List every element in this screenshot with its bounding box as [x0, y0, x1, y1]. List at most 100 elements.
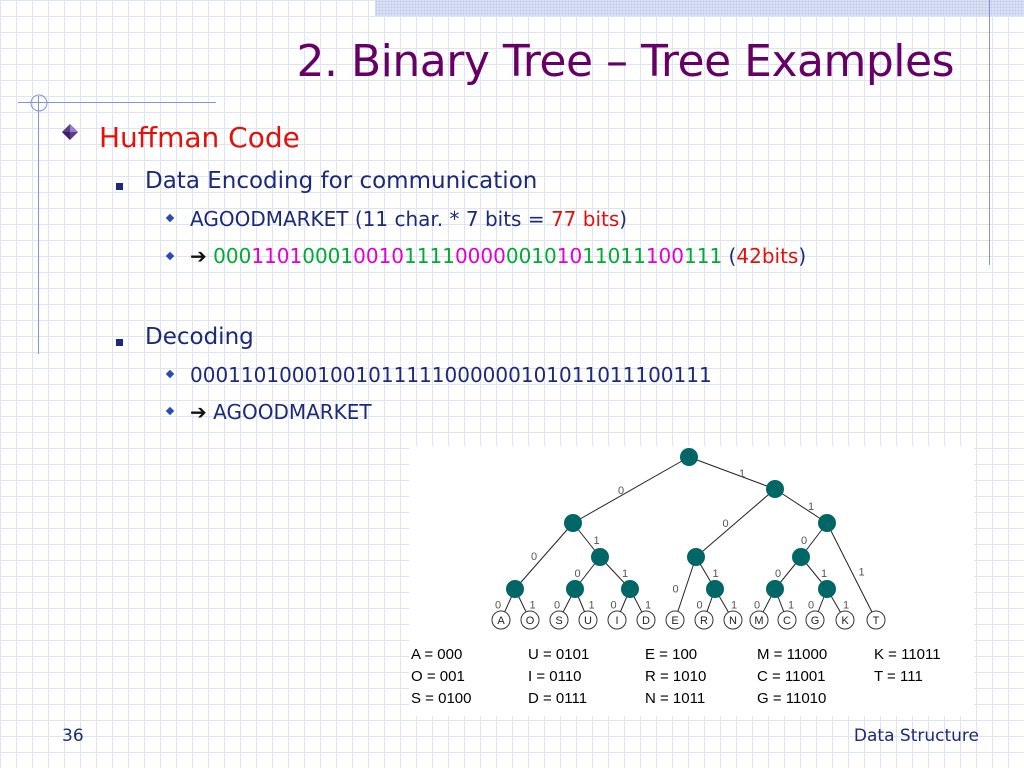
- leaf-node: [607, 610, 627, 630]
- tree-node: [706, 580, 724, 598]
- right-arrow-icon: ➔: [190, 244, 207, 268]
- decoded-text: AGOODMARKET: [213, 400, 372, 424]
- edge-label: 0: [801, 535, 807, 547]
- edge-label: 1: [622, 568, 628, 580]
- code-entry: D = 0111: [528, 690, 588, 707]
- leaf-node: [636, 610, 656, 630]
- left-rule: [38, 96, 39, 354]
- leaf-node: [777, 610, 797, 630]
- code-entry: O = 001: [411, 668, 465, 685]
- edge-label: 1: [588, 600, 594, 612]
- tree-edge: [688, 456, 776, 490]
- encoding-suffix: ): [619, 207, 628, 231]
- leaf-label: D: [642, 615, 650, 627]
- leaf-node: [723, 610, 743, 630]
- title-underline: [18, 102, 216, 103]
- square-bullet-icon: [116, 339, 123, 346]
- tree-node: [818, 580, 836, 598]
- code-entry: M = 11000: [757, 646, 828, 663]
- right-arrow-icon: ➔: [190, 400, 207, 424]
- edge-label: 1: [731, 600, 737, 612]
- encoding-prefix: AGOODMARKET (11 char. * 7 bits =: [190, 207, 551, 231]
- code-entry: G = 11010: [757, 690, 827, 707]
- paren-open: (: [722, 244, 737, 268]
- edge-label: 1: [821, 568, 827, 580]
- edge-label: 1: [808, 501, 814, 513]
- diamond-small-icon: [165, 369, 175, 379]
- edge-label: 1: [843, 600, 849, 612]
- leaf-node: [549, 610, 569, 630]
- slide-title: 2. Binary Tree – Tree Examples: [296, 36, 955, 87]
- tree-edge: [695, 488, 776, 558]
- leaf-label: N: [729, 615, 737, 627]
- edge-label: 0: [618, 485, 624, 497]
- code-seg: 000: [213, 244, 252, 268]
- diamond-small-icon: [165, 251, 175, 261]
- leaf-label: S: [555, 615, 562, 627]
- code-seg: 0001: [302, 244, 354, 268]
- leaf-label: A: [497, 615, 505, 627]
- edge-label: 0: [554, 600, 560, 612]
- code-seg: 10: [556, 244, 583, 268]
- edge-label: 1: [739, 468, 745, 480]
- leaf-node: [491, 610, 511, 630]
- leaf-label: R: [700, 615, 708, 627]
- leaf-label: I: [615, 615, 618, 627]
- tree-node: [680, 448, 698, 466]
- edge-label: 0: [672, 584, 678, 596]
- heading-huffman: Huffman Code: [99, 121, 300, 154]
- tree-edge: [674, 556, 697, 621]
- code-entry: U = 0101: [528, 646, 590, 663]
- tree-edge: [774, 488, 828, 524]
- bits-77: 77 bits: [550, 207, 620, 231]
- leaf-node: [835, 610, 855, 630]
- square-bullet-icon: [116, 183, 123, 190]
- leaf-label: C: [783, 615, 791, 627]
- tree-node: [564, 514, 582, 532]
- edge-label: 1: [645, 600, 651, 612]
- code-entry: I = 0110: [528, 668, 582, 685]
- edge-label: 0: [808, 600, 814, 612]
- tree-node: [566, 580, 584, 598]
- code-entry: S = 0100: [411, 690, 472, 707]
- right-rule: [989, 0, 990, 265]
- leaf-node: [805, 610, 825, 630]
- code-seg: 1101: [251, 244, 303, 268]
- tree-node: [766, 580, 784, 598]
- edge-label: 0: [696, 600, 702, 612]
- code-entry: T = 111: [874, 668, 923, 685]
- leaf-label: U: [584, 615, 592, 627]
- code-entry: C = 11001: [757, 668, 826, 685]
- edge-label: 0: [574, 568, 580, 580]
- crosshair-icon: [30, 94, 48, 112]
- edge-label: 1: [858, 567, 864, 579]
- leaf-node: [665, 610, 685, 630]
- code-entry: K = 11011: [874, 646, 941, 663]
- edge-label: 1: [593, 535, 599, 547]
- edge-label: 0: [610, 600, 616, 612]
- code-seg: 100: [645, 244, 685, 268]
- decoding-bits: 0001101000100101111100000010101101110011…: [190, 363, 712, 387]
- leaf-label: O: [526, 615, 535, 627]
- leaf-label: K: [841, 615, 849, 627]
- edge-label: 1: [529, 600, 535, 612]
- edge-label: 0: [531, 551, 537, 563]
- tree-node: [591, 548, 609, 566]
- code-seg: 11011: [582, 244, 646, 268]
- leaf-label: M: [754, 615, 763, 627]
- leaf-label: G: [811, 615, 820, 627]
- edge-label: 0: [754, 600, 760, 612]
- item-decoding: Decoding: [145, 324, 254, 350]
- edge-label: 0: [775, 568, 781, 580]
- edge-label: 1: [712, 568, 718, 580]
- footer-label: Data Structure: [853, 726, 979, 746]
- code-entry: N = 1011: [645, 690, 706, 707]
- diamond-small-icon: [165, 406, 175, 416]
- encoding-line-1: AGOODMARKET (11 char. * 7 bits = 77 bits…: [190, 207, 627, 231]
- paren-close: ): [798, 244, 807, 268]
- tree-edge: [514, 522, 574, 590]
- tree-node: [621, 580, 639, 598]
- leaf-node: [578, 610, 598, 630]
